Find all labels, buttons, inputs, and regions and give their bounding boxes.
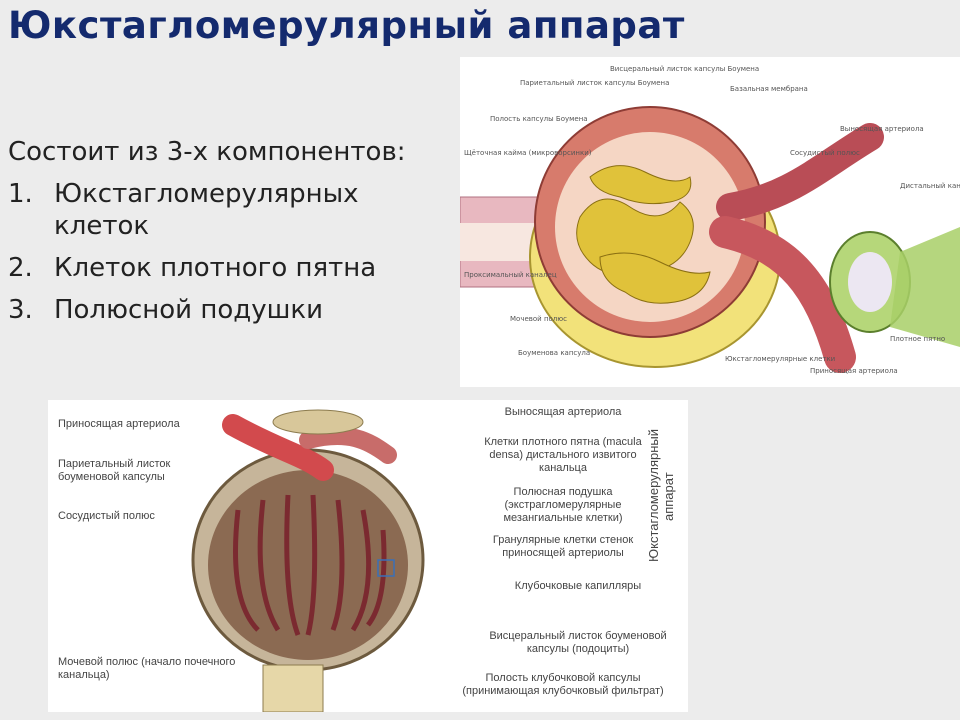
corpuscle-drawing <box>191 409 425 712</box>
bottom-right-label-4: Гранулярные клетки стенок приносящей арт… <box>492 534 634 559</box>
list-item: 3.Полюсной подушки <box>8 295 323 325</box>
glomerulus-drawing <box>460 106 960 373</box>
bottom-right-label-1: Выносящая артериола <box>504 406 622 418</box>
juxtaglomerular-vertical-label: Юкстагломерулярный аппарат <box>646 428 676 562</box>
glomerulus-illustration: Висцеральный листок капсулы Боумена Пари… <box>460 57 960 387</box>
bottom-left-label-3: Сосудистый полюс <box>58 510 155 522</box>
top-label-e: Проксимальный каналец <box>464 271 557 279</box>
bottom-right-label-7: Полость клубочковой капсулы (принимающая… <box>462 672 664 697</box>
intro-text: Состоит из 3-х компонентов: <box>8 137 406 167</box>
slide-title: Юкстагломерулярный аппарат <box>8 4 685 47</box>
top-label-d: Щёточная кайма (микроворсинки) <box>464 149 592 157</box>
top-label-m: Сосудистый полюс <box>790 149 860 157</box>
top-label-j: Плотное пятно <box>890 335 946 343</box>
bottom-right-label-6: Висцеральный листок боуменовой капсулы (… <box>489 630 667 655</box>
top-label-h: Юкстагломерулярные клетки <box>725 355 836 363</box>
top-label-c: Полость капсулы Боумена <box>490 115 588 123</box>
top-label-k: Дистальный каналец <box>900 182 960 190</box>
top-label-g: Боуменова капсула <box>518 349 591 357</box>
bottom-right-label-3: Полюсная подушка (экстрагломерулярные ме… <box>503 486 623 524</box>
bottom-left-label-4: Мочевой полюс (начало почечного канальца… <box>58 656 236 681</box>
top-label-a: Висцеральный листок капсулы Боумена <box>610 65 760 73</box>
top-label-i: Приносящая артериола <box>810 367 898 375</box>
juxtaglomerular-diagram: Приносящая артериола Париетальный листок… <box>48 400 688 712</box>
bottom-left-label-1: Приносящая артериола <box>58 418 180 430</box>
top-label-l: Выносящая артериола <box>840 125 924 133</box>
top-label-n: Базальная мембрана <box>730 85 808 93</box>
list-item: 1.Юкстагломерулярных клеток <box>8 179 359 241</box>
top-label-b: Париетальный листок капсулы Боумена <box>520 79 670 87</box>
bottom-left-label-2: Париетальный листок боуменовой капсулы <box>58 458 171 483</box>
list-item: 2.Клеток плотного пятна <box>8 253 377 283</box>
components-list: 1.Юкстагломерулярных клеток 2.Клеток пло… <box>8 178 448 326</box>
bottom-right-label-2: Клетки плотного пятна (macula densa) дис… <box>484 436 642 474</box>
slide-body: Состоит из 3-х компонентов: 1.Юкстагломе… <box>8 136 448 326</box>
top-label-f: Мочевой полюс <box>510 315 568 323</box>
bottom-right-label-5: Клубочковые капилляры <box>514 580 642 592</box>
